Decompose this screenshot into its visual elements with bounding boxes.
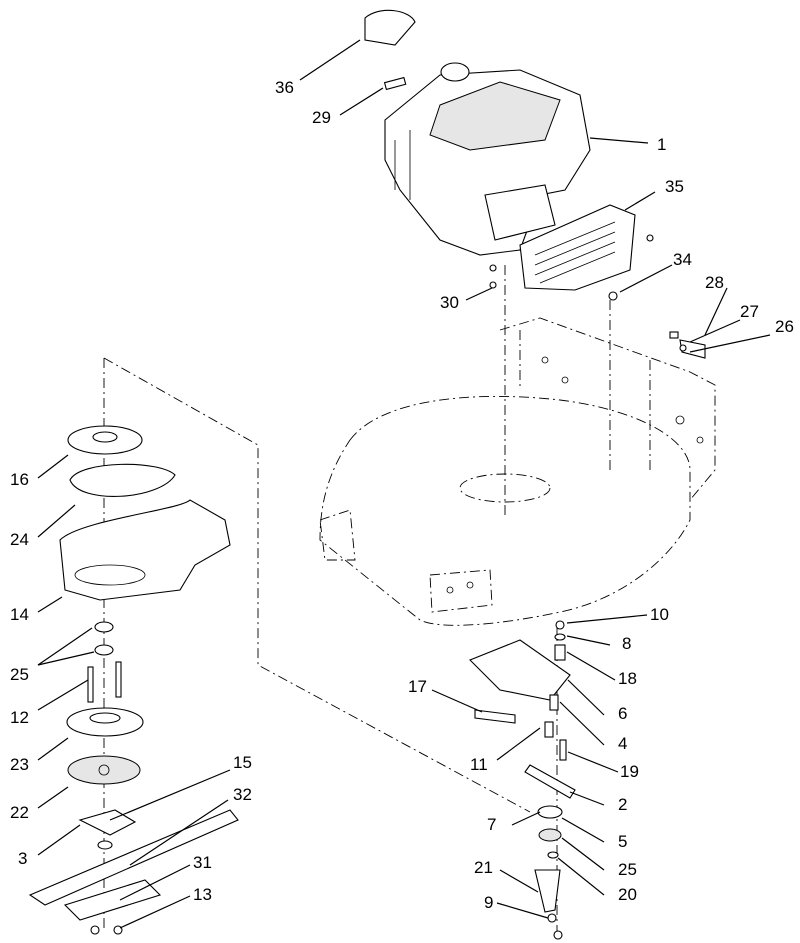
callout-31: 31 [193,853,212,872]
bearings-and-studs [87,621,122,703]
callout-22: 22 [10,803,29,822]
callout-30: 30 [440,293,459,312]
callout-14: 14 [10,605,29,624]
callout-11: 11 [470,755,488,774]
callout-13: 13 [193,885,212,904]
callout-12: 12 [10,708,29,727]
callout-29: 29 [312,108,331,127]
callout-24: 24 [10,530,29,549]
callout-34: 34 [673,250,692,269]
callout-23: 23 [10,755,29,774]
callout-32: 32 [233,785,252,804]
callout-7: 7 [487,815,496,834]
callout-6: 6 [618,704,627,723]
callout-16: 16 [10,470,29,489]
callout-4: 4 [618,734,627,753]
cable-bracket [669,331,706,359]
callout-leaders [37,39,771,929]
callout-17: 17 [408,677,427,696]
callout-26: 26 [775,317,794,336]
callout-25-left: 25 [10,665,29,684]
brake-assembly [469,620,576,940]
belt-pulley-stack [59,425,231,601]
heat-shield [519,204,654,291]
callout-labels: 36 29 1 35 34 30 28 27 27 26 26 16 24 14… [10,78,794,912]
blade-assembly [28,809,239,935]
callout-10: 10 [650,605,669,624]
blade-pulley [66,707,144,785]
callout-2: 2 [618,795,627,814]
callout-3: 3 [18,849,27,868]
callout-28: 28 [705,273,724,292]
callout-18: 18 [618,669,637,688]
callout-8: 8 [622,634,631,653]
callout-35: 35 [665,177,684,196]
callout-25-right: 25 [618,860,637,879]
engine-decal [364,9,416,91]
callout-15: 15 [233,753,252,772]
callout-1: 1 [657,135,666,154]
callout-19: 19 [620,762,639,781]
callout-5: 5 [618,832,627,851]
callout-27: 27 [740,302,759,321]
callout-9: 9 [484,893,493,912]
engine-assembly [384,62,591,256]
engine-bolts [489,264,618,301]
callout-36: 36 [275,78,294,97]
callout-21: 21 [474,858,493,877]
mower-deck [319,317,716,626]
callout-20: 20 [618,885,637,904]
